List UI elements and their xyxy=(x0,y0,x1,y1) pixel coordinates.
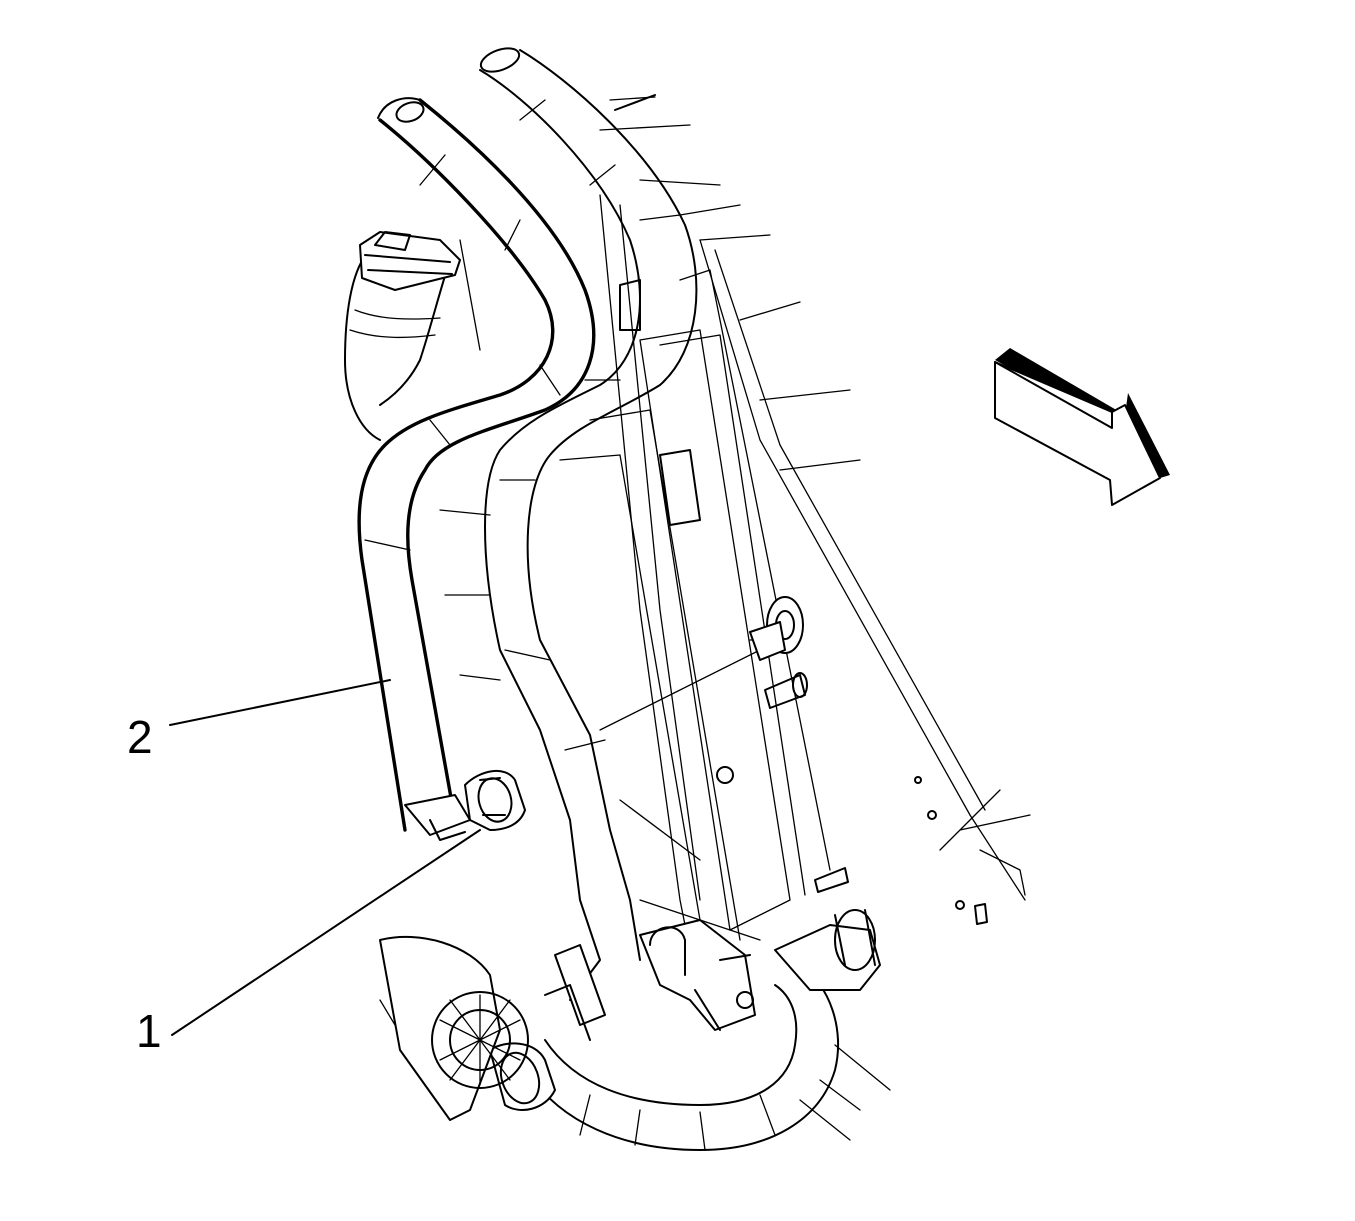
leader-line-2 xyxy=(169,679,391,726)
callout-leaders xyxy=(169,679,481,1036)
leader-line-1 xyxy=(171,829,481,1036)
lower-hose xyxy=(489,909,881,1151)
auxiliary-pump xyxy=(379,936,606,1121)
callout-label-1: 1 xyxy=(136,1005,162,1057)
heater-hose-inlet xyxy=(479,47,698,1001)
front-direction-arrow-icon xyxy=(994,348,1170,506)
upper-hose xyxy=(344,231,481,441)
mounting-studs xyxy=(619,279,988,925)
hose-coupling xyxy=(404,769,526,841)
hose-clip-bracket xyxy=(639,919,756,1031)
heater-hose-outlet xyxy=(357,97,596,832)
callout-label-2: 2 xyxy=(127,711,153,763)
